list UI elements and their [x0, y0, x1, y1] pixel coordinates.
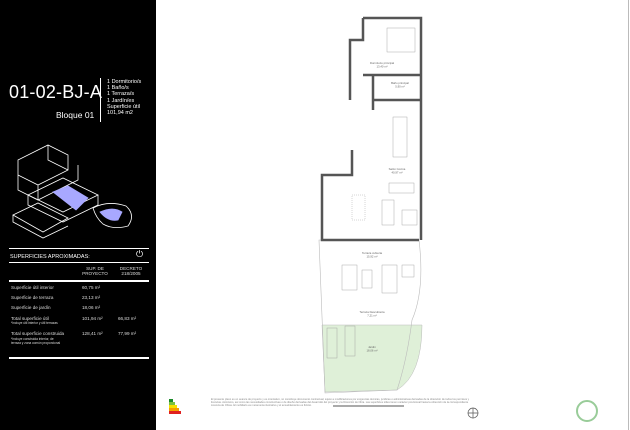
room-label: Terraza cubierta	[362, 251, 382, 255]
room-area: 7,21 m²	[367, 314, 377, 318]
row-note: *Incluye útil interior y útil terrazas	[11, 321, 58, 325]
features-list: 1 Dormitorio/s 1 Baño/s 1 Terraza/s 1 Ja…	[107, 79, 141, 116]
divider	[9, 280, 149, 282]
info-panel: 01-02-BJ-A Bloque 01 1 Dormitorio/s 1 Ba…	[0, 0, 156, 430]
power-icon: ⏻	[136, 249, 144, 259]
room-label: Baño principal	[391, 81, 409, 85]
row-label: Total superficie construida	[11, 331, 65, 336]
block-label: Bloque 01	[56, 110, 95, 120]
unit-code: 01-02-BJ-A	[9, 82, 103, 102]
room-label: Salón Cocina	[389, 167, 406, 171]
room-area: 40,97 m²	[391, 171, 402, 175]
divider	[9, 248, 149, 249]
row-value: 60,75 m²	[82, 285, 101, 290]
feature: 1 Terraza/s	[107, 91, 135, 98]
walls	[320, 16, 423, 242]
compass-icon	[467, 407, 479, 419]
disclaimer-text: El presente plano es un avance de proyec…	[211, 398, 470, 408]
row-label: Superficie útil interior	[11, 285, 54, 290]
room-label: Jardín	[368, 345, 376, 349]
room-area: 5,90 m²	[395, 85, 405, 89]
row-value: 66,83 m²	[118, 316, 137, 321]
row-label: Superficie de terraza	[11, 295, 54, 300]
row-value: 101,94 m²	[82, 316, 103, 321]
room-area: 18,06 m²	[366, 349, 377, 353]
row-label: Total superficie útil	[11, 316, 49, 321]
col-header-decree: DECRETO 218/2005	[119, 266, 143, 276]
row-label: Superficie de jardín	[11, 305, 51, 310]
room-label: Terraza Descubierta	[359, 310, 384, 314]
surfaces-title: SUPERFICIES APROXIMADAS:	[10, 254, 90, 260]
divider	[9, 262, 149, 263]
divider	[100, 78, 101, 122]
certification-seal-icon	[576, 400, 598, 422]
feature: 101,94 m2	[107, 110, 133, 117]
floor-plan: Dormitorio principal 13,40 m² Baño princ…	[169, 16, 598, 422]
feature: 1 Baño/s	[107, 85, 129, 92]
feature: 1 Dormitorio/s	[107, 79, 142, 85]
row-value: 18,06 m²	[82, 305, 101, 310]
feature: 1 Jardín/es	[107, 97, 135, 104]
row-note: *Incluye construida interior, de terraza…	[11, 337, 61, 345]
furniture	[326, 27, 418, 359]
energy-rating-icon	[169, 399, 181, 414]
feature: Superficie útil	[107, 103, 141, 110]
row-value: 23,13 m²	[82, 295, 101, 300]
row-value: 77,99 m²	[118, 331, 137, 336]
row-value: 128,41 m²	[82, 331, 103, 336]
plan-area	[157, 0, 629, 430]
col-header-project: SUP. DE PROYECTO	[82, 266, 108, 276]
terrace-outline	[318, 239, 422, 394]
divider	[9, 357, 149, 359]
building-isometric	[12, 144, 132, 239]
room-label: Dormitorio principal	[370, 61, 394, 65]
room-area: 13,40 m²	[376, 65, 387, 69]
room-area: 15,92 m²	[366, 255, 377, 259]
